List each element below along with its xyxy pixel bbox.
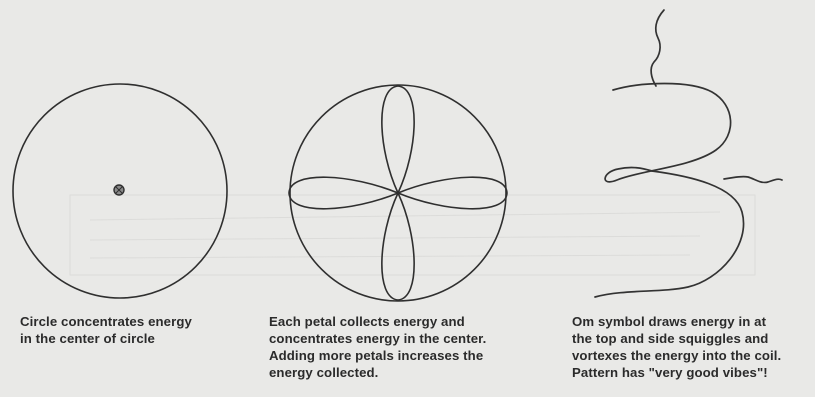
caption-circle: Circle concentrates energy in the center…: [20, 313, 192, 347]
figure-petals: [289, 85, 507, 301]
petal-right: [398, 177, 507, 209]
caption-petals: Each petal collects energy and concentra…: [269, 313, 486, 381]
figure-circle: [13, 84, 227, 298]
figure-om-symbol: [595, 10, 782, 297]
caption-line: Om symbol draws energy in at: [572, 313, 781, 330]
caption-om: Om symbol draws energy in at the top and…: [572, 313, 781, 381]
background-scan-ghost: [70, 195, 755, 275]
caption-line: energy collected.: [269, 364, 486, 381]
petal-top: [382, 86, 414, 193]
caption-line: Each petal collects energy and: [269, 313, 486, 330]
caption-line: Pattern has "very good vibes"!: [572, 364, 781, 381]
caption-line: Circle concentrates energy: [20, 313, 192, 330]
petal-bottom: [382, 193, 414, 300]
caption-line: in the center of circle: [20, 330, 192, 347]
center-point-icon: [114, 185, 124, 195]
om-side-squiggle: [724, 177, 782, 183]
caption-line: Adding more petals increases the: [269, 347, 486, 364]
om-top-squiggle: [651, 10, 664, 86]
caption-line: vortexes the energy into the coil.: [572, 347, 781, 364]
caption-line: the top and side squiggles and: [572, 330, 781, 347]
petal-left: [289, 177, 398, 209]
om-upper-coil: [605, 84, 730, 182]
caption-line: concentrates energy in the center.: [269, 330, 486, 347]
om-lower-coil: [595, 171, 744, 297]
